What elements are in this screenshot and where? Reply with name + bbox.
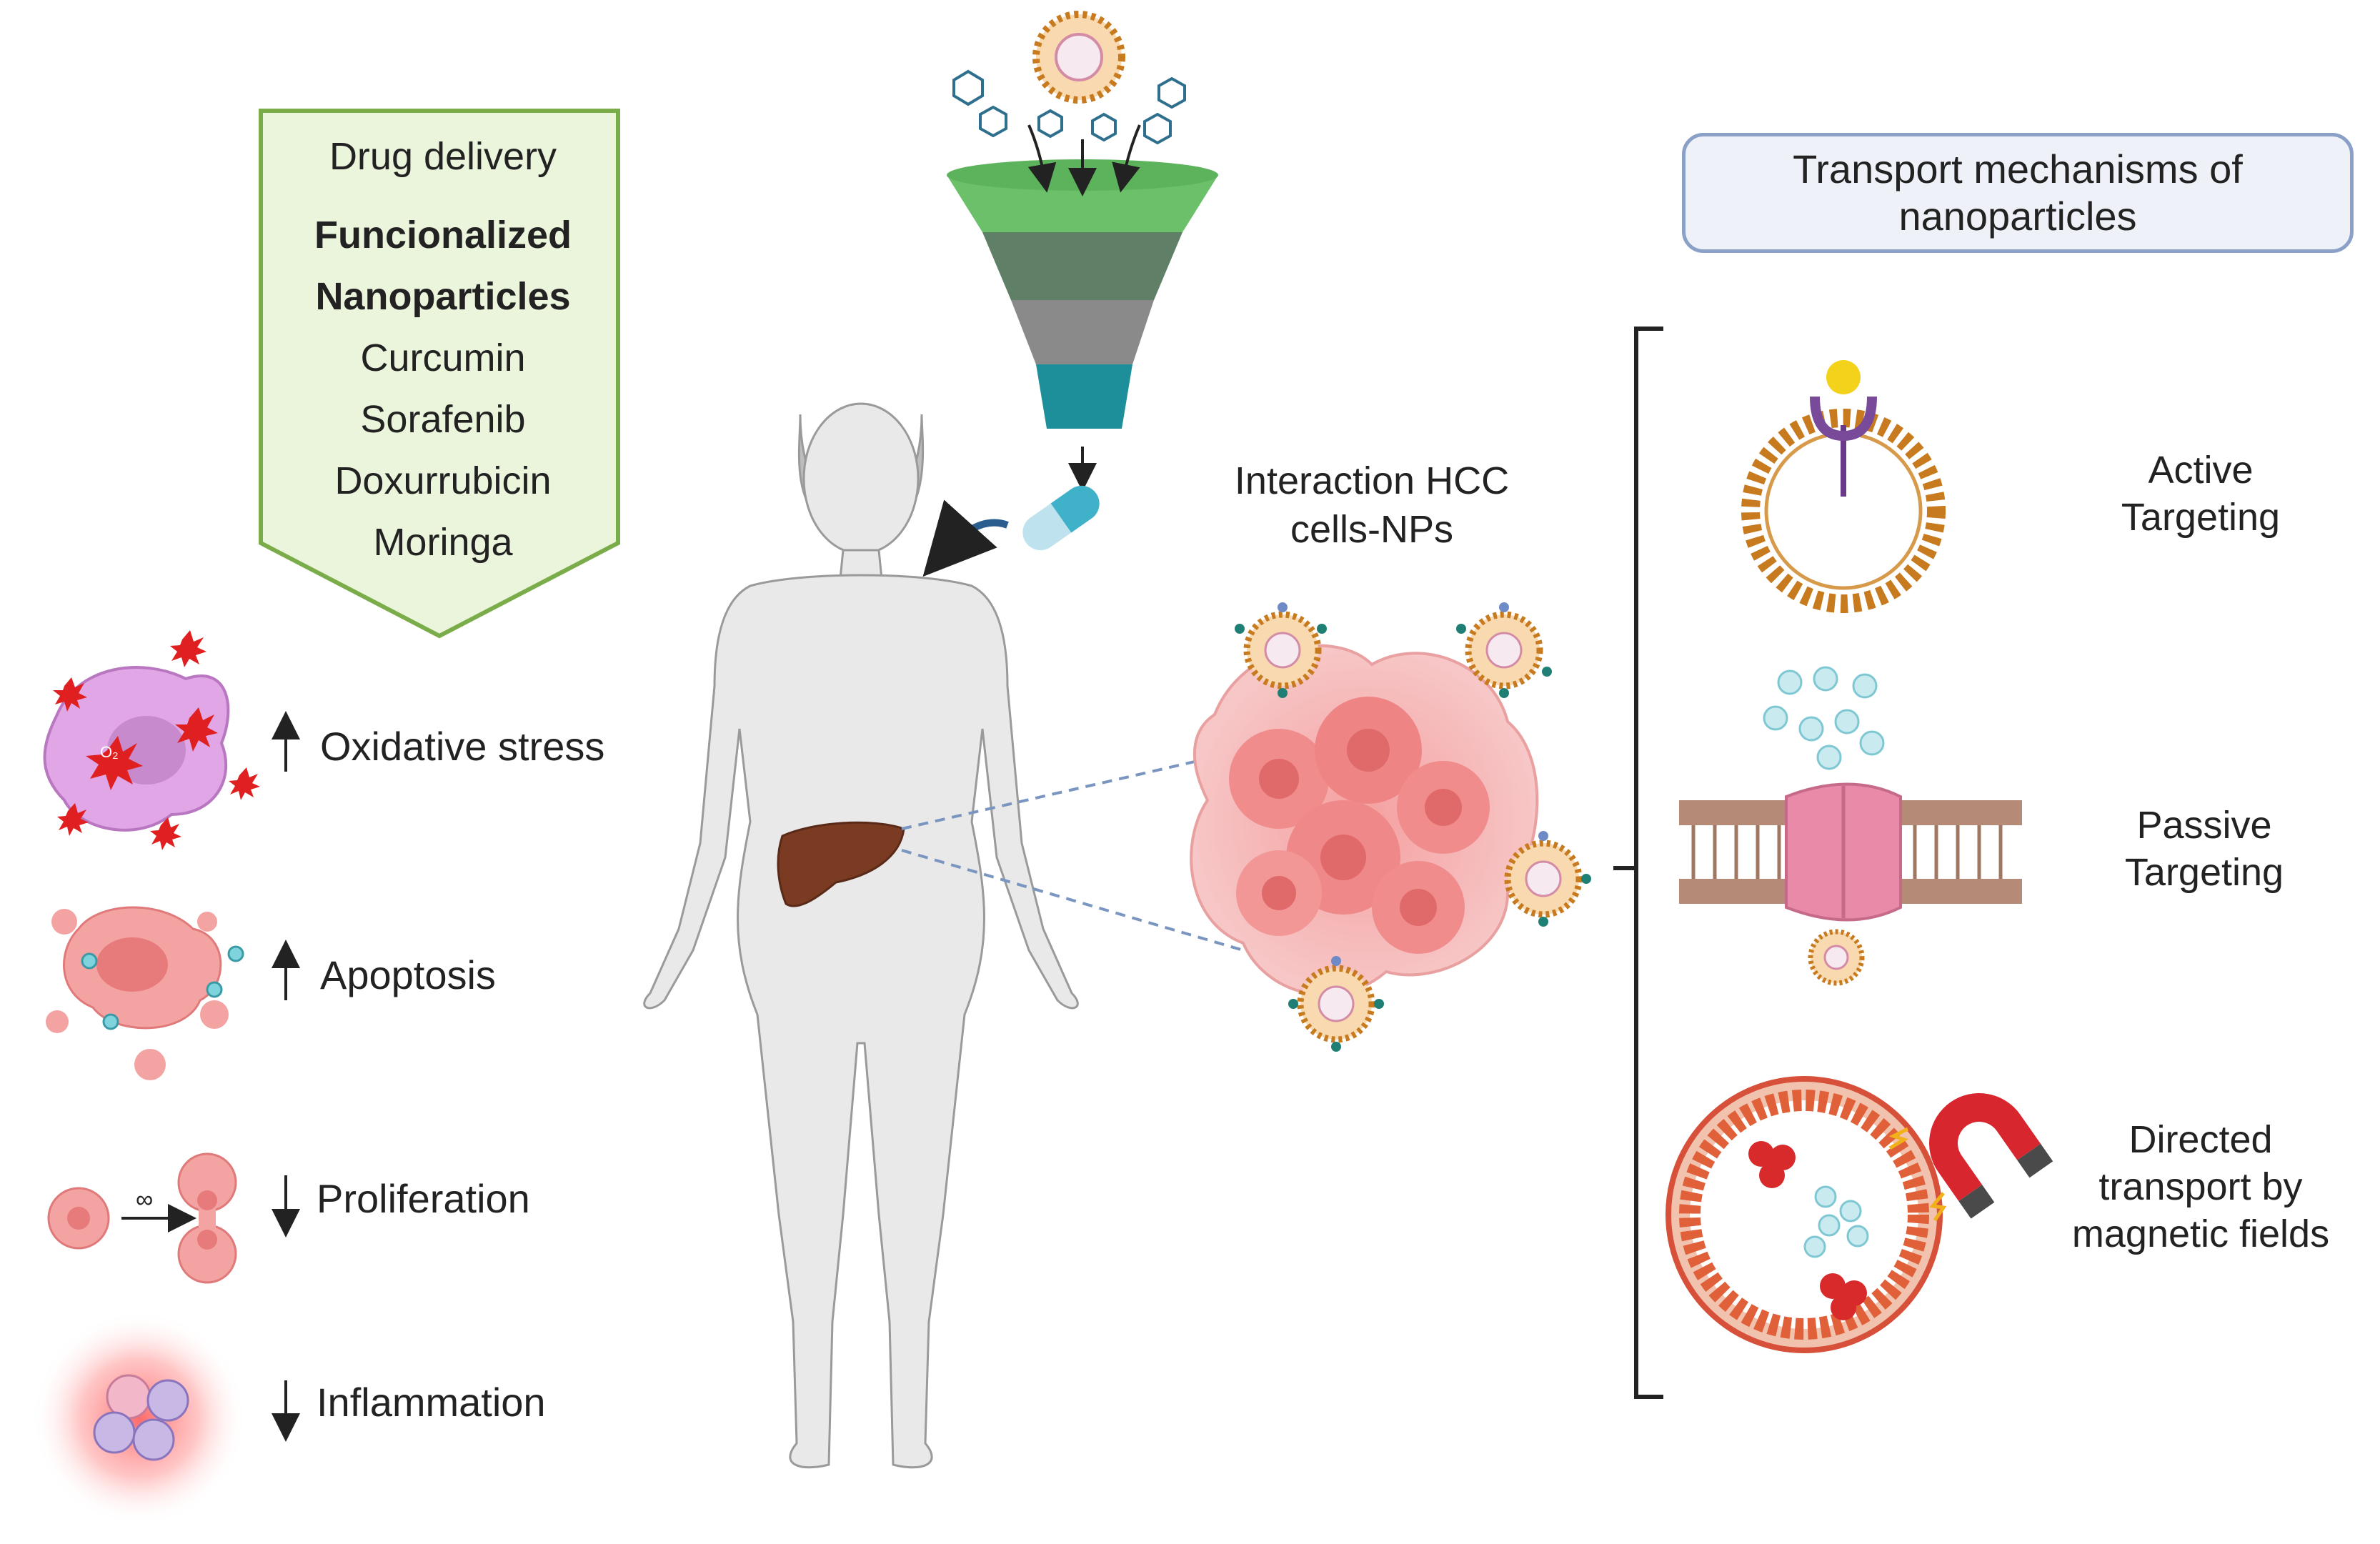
mechanisms-bracket [1613, 327, 1663, 1399]
hcc-tumor-icon [1190, 644, 1539, 997]
mechanism-magnetic-line2: transport by [2098, 1165, 2303, 1208]
effect-proliferation: Proliferation [317, 1176, 530, 1221]
apoptosis-cell-icon [46, 906, 244, 1080]
oxidative-stress-cell-icon [43, 630, 260, 850]
capsule-icon [1022, 485, 1100, 551]
effect-oxidative-stress: Oxidative stress [320, 724, 605, 769]
liver-icon [777, 821, 905, 907]
proliferation-cells-icon [47, 1152, 237, 1284]
magnetic-transport-vessel-icon [1665, 1076, 1943, 1353]
mechanism-active-line1: Active [2148, 449, 2254, 492]
drug-item-curcumin: Curcumin [360, 337, 526, 379]
funnel-icon [947, 159, 1218, 492]
mechanism-magnetic-line1: Directed [2128, 1118, 2273, 1161]
drug-item-sorafenib: Sorafenib [360, 398, 526, 441]
funnel-input-arrows [1027, 124, 1141, 196]
interaction-label-line1: Interaction HCC [1234, 459, 1510, 502]
mechanism-magnetic-transport: Directed transport by magnetic fields [2043, 1116, 2358, 1257]
oxygen-label: O₂ [100, 743, 119, 761]
drug-item-moringa: Moringa [373, 521, 513, 564]
drug-delivery-pentagon [259, 109, 620, 639]
active-targeting-liposome-icon [1741, 360, 1946, 613]
inflammation-cells-icon [32, 1311, 247, 1525]
interaction-label-line2: cells-NPs [1290, 508, 1454, 551]
mechanism-passive-targeting: Passive Targeting [2058, 802, 2351, 896]
mechanism-passive-line1: Passive [2136, 804, 2272, 847]
effect-inflammation: Inflammation [317, 1380, 546, 1425]
mechanism-passive-line2: Targeting [2124, 851, 2284, 894]
drug-item-doxurrubicin: Doxurrubicin [334, 459, 552, 502]
magnet-icon [1929, 1093, 2053, 1219]
nanoparticle-top-icon [1032, 11, 1125, 104]
nanoparticle-icons [1235, 602, 1591, 1052]
transport-title: Transport mechanisms of nanoparticles [1793, 146, 2243, 239]
functionalized-title-line1: Funcionalized [314, 214, 572, 256]
mechanism-active-targeting: Active Targeting [2058, 447, 2344, 541]
mechanism-active-line2: Targeting [2121, 496, 2281, 539]
drug-delivery-heading: Drug delivery [329, 135, 557, 178]
liver-to-tumor-line-top [901, 752, 1230, 830]
infinity-label: ∞ [136, 1186, 154, 1213]
effect-apoptosis: Apoptosis [320, 952, 496, 997]
passive-targeting-membrane-icon [1679, 666, 2022, 986]
mechanism-magnetic-line3: magnetic fields [2071, 1212, 2330, 1255]
liver-to-tumor-line-bottom [901, 849, 1244, 952]
magnetic-spark-icon [1888, 1127, 1947, 1222]
human-body-icon [643, 402, 1079, 1469]
capsule-to-body-arrow [922, 499, 1009, 577]
functionalized-title-line2: Nanoparticles [315, 275, 571, 318]
molecules-icon [952, 69, 1186, 145]
transport-title-box: Transport mechanisms of nanoparticles [1682, 133, 2354, 253]
